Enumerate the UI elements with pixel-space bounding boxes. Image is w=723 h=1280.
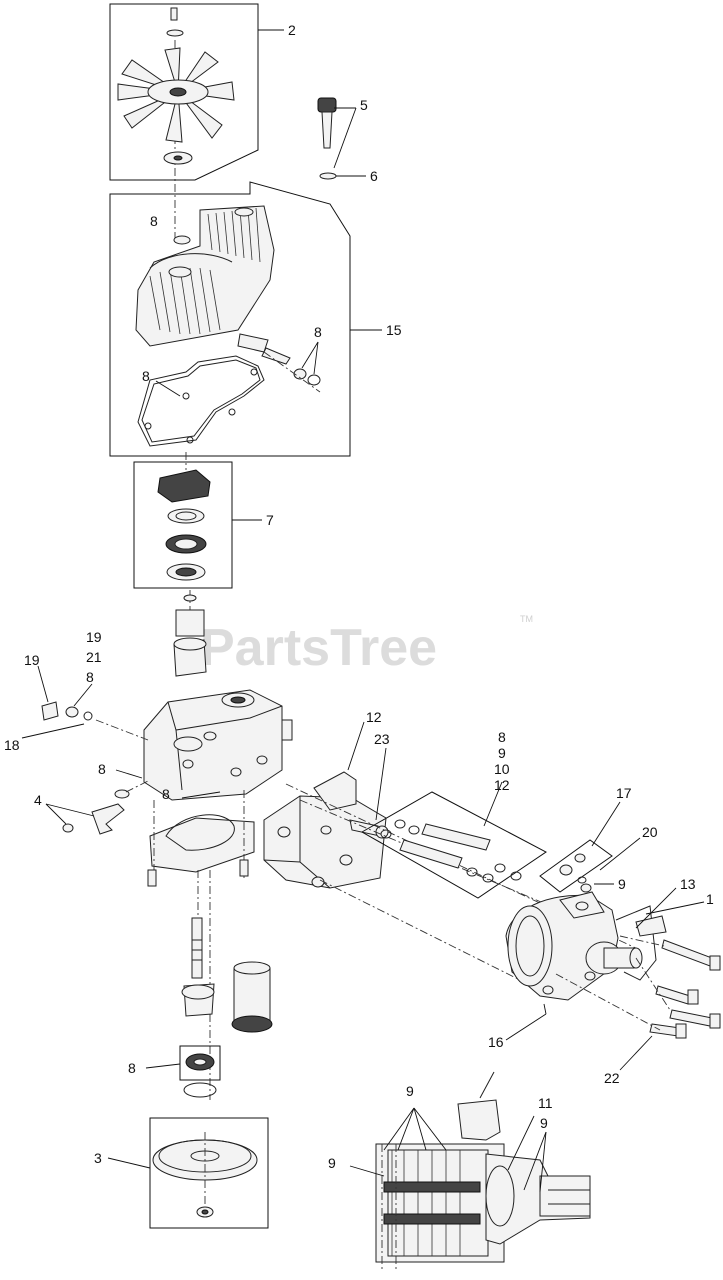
valve-parts-group [21,665,149,741]
callout-8-kit: 8 [498,729,506,745]
callout-19-left: 19 [24,652,40,668]
watermark-trademark: TM [520,614,533,624]
callout-12-kit: 12 [494,777,510,793]
callout-8-shaft-seal: 8 [314,324,322,340]
callout-16: 16 [488,1034,504,1050]
callout-23: 23 [374,731,390,747]
callout-9-cutaway-right: 9 [540,1115,548,1131]
callout-18: 18 [4,737,20,753]
callout-9-valve: 9 [618,876,626,892]
callout-8-gasket: 8 [142,368,150,384]
watermark-logo: PartsTree [200,619,437,677]
callout-4: 4 [34,792,42,808]
lever-part [45,779,151,835]
fan-icon [117,47,235,143]
callout-8-housing-seal: 8 [150,213,158,229]
check-valve-kit [539,801,641,893]
callout-22: 22 [604,1070,620,1086]
cutaway-view [349,1071,591,1270]
callout-8-block: 8 [98,761,106,777]
callout-8-valve: 8 [86,669,94,685]
callout-9-cutaway-left: 9 [328,1155,336,1171]
callout-17: 17 [616,785,632,801]
callout-15: 15 [386,322,402,338]
center-housing [263,721,641,991]
callout-20: 20 [642,824,658,840]
callout-21: 21 [86,649,102,665]
callout-13: 13 [680,876,696,892]
callout-8-plate: 8 [162,786,170,802]
callout-11: 11 [538,1095,553,1111]
center-section-block [115,590,293,1100]
callout-9-cutaway-top: 9 [406,1083,414,1099]
callout-2: 2 [288,22,296,38]
callout-12-top: 12 [366,709,382,725]
axle-housing [505,887,721,1071]
input-shaft-parts [145,870,273,1098]
fan-assembly-box [109,3,284,240]
callout-6: 6 [370,168,378,184]
cap-dipstick [317,97,366,180]
callout-5: 5 [360,97,368,113]
bearing-kit-box [133,452,262,589]
callout-10: 10 [494,761,510,777]
pin-kit-box [360,781,547,899]
pulley-box [107,1117,269,1229]
callout-9-kit: 9 [498,745,506,761]
callout-8-bearing: 8 [128,1060,136,1076]
housing-assembly-box [109,181,382,457]
callout-3: 3 [94,1150,102,1166]
callout-7: 7 [266,512,274,528]
callout-19-top: 19 [86,629,102,645]
callout-1: 1 [706,891,714,907]
